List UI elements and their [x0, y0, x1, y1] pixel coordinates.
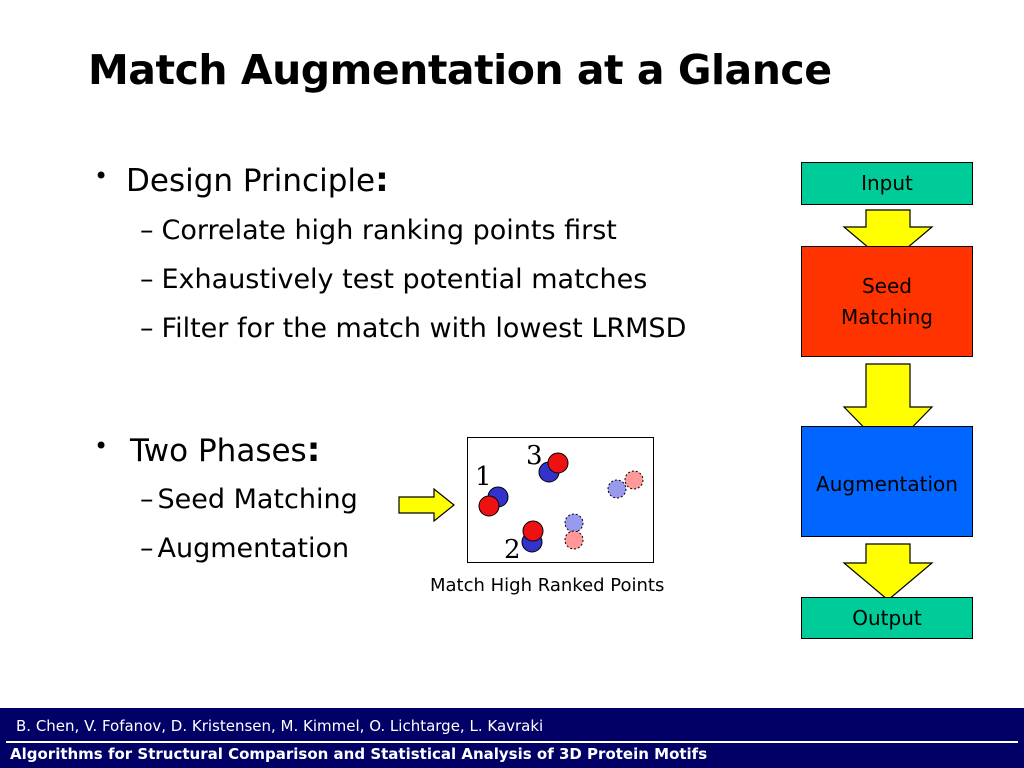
- flow-seed-label-line1: Seed: [861, 273, 912, 298]
- bullet-colon: :: [375, 160, 389, 200]
- subitem-text: Exhaustively test potential matches: [161, 264, 648, 295]
- subitem-text: Correlate high ranking points first: [161, 215, 617, 246]
- bullet-marker: •: [94, 432, 109, 460]
- point-label: 3: [526, 441, 543, 471]
- dash-marker: –: [140, 313, 154, 344]
- point-faded-red: [564, 530, 584, 550]
- bullet-two-phases: • Two Phases:: [94, 430, 321, 470]
- point-red: [478, 495, 500, 517]
- down-arrow-icon: [842, 209, 934, 265]
- footer-authors: B. Chen, V. Fofanov, D. Kristensen, M. K…: [16, 717, 544, 735]
- flow-output-label: Output: [852, 605, 922, 630]
- dash-marker: –: [140, 215, 154, 246]
- flow-seed-matching-box: Seed Matching: [801, 246, 973, 357]
- point-faded-blue: [564, 513, 584, 533]
- subitem: –Exhaustively test potential matches: [140, 264, 647, 295]
- right-arrow-icon: [398, 488, 455, 522]
- point-faded-blue: [607, 479, 627, 499]
- match-points-plot: [478, 452, 644, 553]
- flow-input-box: Input: [801, 162, 973, 205]
- subitem: –Correlate high ranking points first: [140, 215, 617, 246]
- dash-marker: –: [140, 533, 154, 564]
- bullet-label: Design Principle: [126, 163, 376, 199]
- point-label: 1: [475, 462, 492, 492]
- point-red: [547, 452, 569, 474]
- subitem: –Seed Matching: [140, 484, 358, 515]
- flow-augmentation-box: Augmentation: [801, 426, 973, 537]
- figure-caption: Match High Ranked Points: [430, 575, 665, 596]
- subitem: –Augmentation: [140, 533, 349, 564]
- point-label: 2: [504, 535, 521, 565]
- bullet-design-principle: • Design Principle:: [94, 160, 389, 200]
- flow-input-label: Input: [861, 171, 913, 195]
- bullet-colon: :: [306, 430, 321, 470]
- bullet-marker: •: [94, 162, 109, 190]
- dash-marker: –: [140, 264, 154, 295]
- flow-augmentation-label: Augmentation: [816, 472, 958, 496]
- point-faded-red: [624, 470, 644, 490]
- point-red: [522, 520, 544, 542]
- bullet-label: Two Phases: [130, 433, 307, 469]
- subitem: –Filter for the match with lowest LRMSD: [140, 313, 686, 344]
- dash-marker: –: [140, 484, 154, 515]
- subitem-text: Filter for the match with lowest LRMSD: [161, 313, 687, 344]
- flow-output-box: Output: [801, 597, 973, 639]
- footer-bar: B. Chen, V. Fofanov, D. Kristensen, M. K…: [0, 708, 1024, 768]
- subitem-text: Augmentation: [157, 533, 350, 564]
- footer-divider: [6, 741, 1018, 743]
- match-figure: 1 2 3: [467, 437, 654, 563]
- flow-seed-label-line2: Matching: [841, 304, 933, 329]
- footer-course-title: Algorithms for Structural Comparison and…: [10, 745, 708, 763]
- slide-title: Match Augmentation at a Glance: [88, 46, 832, 94]
- down-arrow-icon: [842, 543, 934, 601]
- subitem-text: Seed Matching: [157, 484, 358, 515]
